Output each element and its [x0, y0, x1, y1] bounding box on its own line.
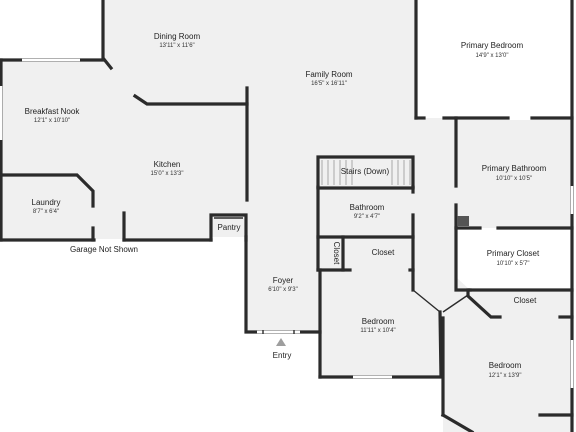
entry-arrow-icon	[276, 338, 286, 346]
label-closet-small: Closet	[332, 242, 341, 265]
wall-foyer-left	[244, 235, 259, 334]
room-labels: Dining Room 13'11" x 11'6" Family Room 1…	[25, 32, 547, 379]
label-closet-right: Closet	[514, 296, 537, 305]
dim-primary-bedroom: 14'9" x 13'0"	[476, 53, 509, 59]
label-primary-bedroom: Primary Bedroom	[461, 41, 524, 50]
label-entry: Entry	[273, 351, 292, 360]
label-pantry: Pantry	[217, 223, 240, 232]
dim-kitchen: 15'0" x 13'3"	[151, 171, 184, 177]
windows	[0, 58, 574, 388]
dim-primary-closet: 10'10" x 5'7"	[497, 261, 530, 267]
label-dining: Dining Room	[154, 32, 201, 41]
label-bathroom: Bathroom	[350, 203, 385, 212]
wall-pantry	[209, 213, 248, 242]
dim-family: 16'5" x 16'11"	[311, 81, 347, 87]
dim-bedroom-mid: 11'11" x 10'4"	[360, 328, 395, 334]
dim-bedroom-right: 12'1" x 13'9"	[489, 373, 522, 379]
wall-bed-right-bottom	[440, 412, 475, 432]
dim-nook: 12'1" x 10'10"	[34, 118, 70, 124]
label-nook: Breakfast Nook	[25, 107, 81, 116]
dim-laundry: 8'7" x 6'4"	[33, 209, 59, 215]
wall-dining-left	[101, 0, 114, 71]
label-primary-bathroom: Primary Bathroom	[482, 164, 547, 173]
stair-treads	[321, 160, 411, 185]
label-laundry: Laundry	[32, 198, 61, 207]
label-family: Family Room	[305, 70, 352, 79]
wall-bath-left2	[454, 203, 472, 292]
dim-dining: 13'11" x 11'6"	[159, 43, 194, 49]
utility-box	[457, 216, 469, 226]
door-swing-bed-right	[442, 294, 469, 313]
label-kitchen: Kitchen	[154, 160, 181, 169]
dim-foyer: 6'10" x 9'3"	[268, 287, 298, 293]
label-stairs: Stairs (Down)	[341, 167, 390, 176]
wall-bed-mid-right	[390, 310, 443, 379]
wall-kitchen-divider	[132, 93, 249, 106]
wall-stairs	[316, 155, 415, 189]
label-closet-mid: Closet	[372, 248, 395, 257]
dim-bathroom: 9'2" x 4'7"	[354, 214, 380, 220]
label-bedroom-right: Bedroom	[489, 361, 522, 370]
label-primary-closet: Primary Closet	[487, 249, 540, 258]
wall-closet-right-diag	[466, 288, 502, 319]
label-garage: Garage Not Shown	[70, 245, 138, 254]
dim-primary-bathroom: 10'10" x 10'5"	[496, 176, 532, 182]
door-swing-bed-mid	[412, 289, 441, 313]
label-foyer: Foyer	[273, 276, 294, 285]
label-bedroom-mid: Bedroom	[362, 317, 395, 326]
wall-laundry-top	[0, 173, 95, 208]
